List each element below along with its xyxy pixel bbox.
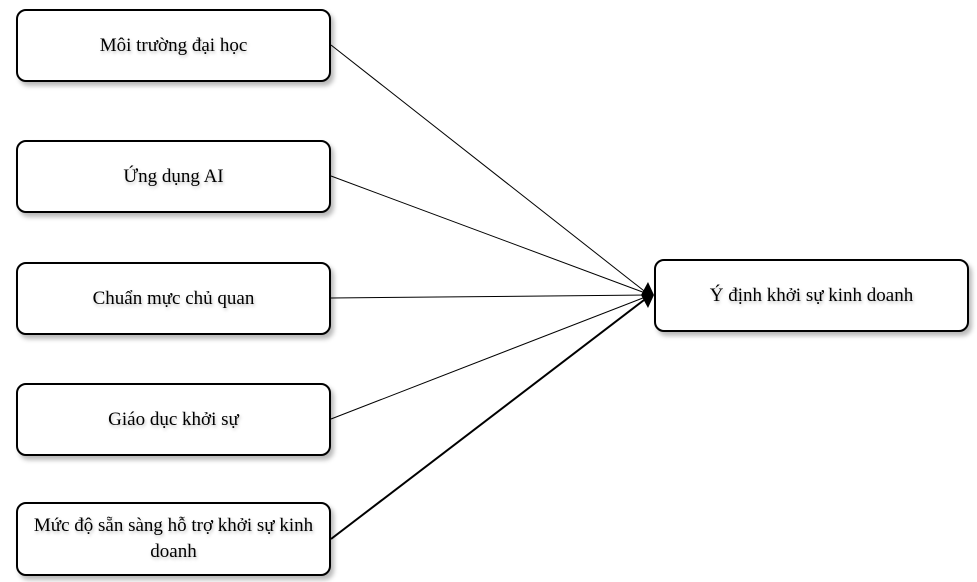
factor-box-muc-do-san-sang: Mức độ sẵn sàng hỗ trợ khởi sự kinh doan… [16, 502, 331, 576]
factor-label: Mức độ sẵn sàng hỗ trợ khởi sự kinh doan… [33, 515, 314, 562]
factor-box-chuan-muc-chu-quan: Chuẩn mực chủ quan [16, 262, 331, 335]
edge-f5-to-target [330, 296, 649, 540]
factor-box-ung-dung-ai: Ứng dụng AI [16, 140, 331, 213]
factor-label: Giáo dục khởi sự [108, 408, 239, 430]
factor-box-giao-duc-khoi-su: Giáo dục khởi sự [16, 383, 331, 456]
factor-label: Ứng dụng AI [123, 165, 224, 187]
target-box-y-dinh-khoi-su: Ý định khởi sự kinh doanh [654, 259, 969, 332]
factor-label: Môi trường đại học [99, 34, 248, 56]
arrowhead-icon [641, 282, 654, 308]
edge-f2-to-target [330, 175, 649, 295]
target-label: Ý định khởi sự kinh doanh [709, 284, 914, 306]
factor-label: Chuẩn mực chủ quan [92, 287, 255, 309]
edge-f1-to-target [330, 44, 649, 295]
edge-f3-to-target [330, 294, 649, 299]
edge-f4-to-target [330, 295, 649, 420]
factor-box-moi-truong-dai-hoc: Môi trường đại học [16, 9, 331, 82]
